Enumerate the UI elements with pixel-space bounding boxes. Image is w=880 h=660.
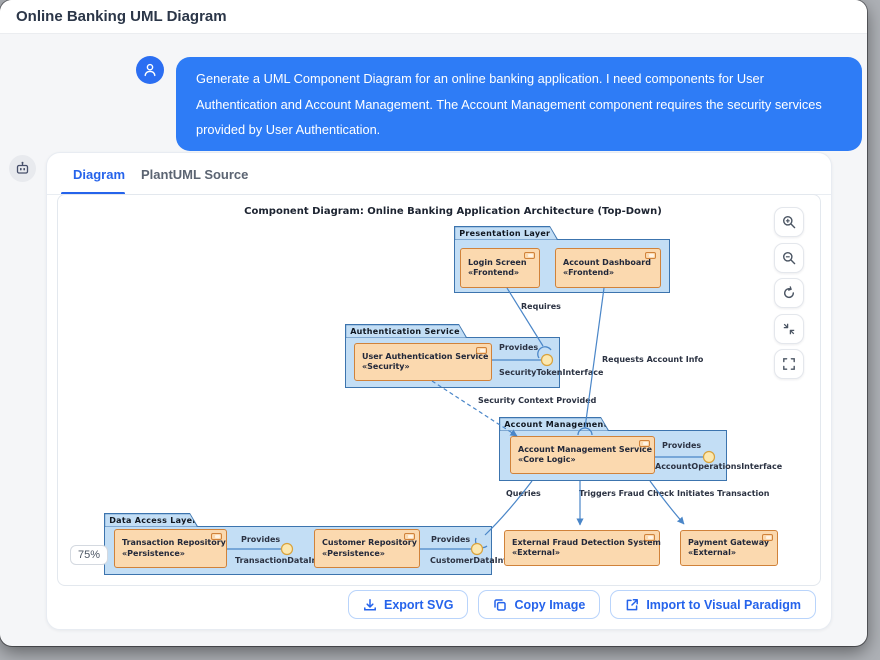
- component-icon: [644, 534, 655, 541]
- edge-label-triggers-fraud-check: Triggers Fraud Check: [579, 489, 675, 498]
- result-card: Diagram PlantUML Source Component Diagra…: [46, 152, 832, 630]
- component-icon: [639, 440, 650, 447]
- diagram-title: Component Diagram: Online Banking Applic…: [244, 206, 662, 217]
- external-link-icon: [626, 598, 639, 610]
- reset-icon: [784, 286, 795, 299]
- edge-label-security-context: Security Context Provided: [478, 396, 597, 405]
- component-login-screen: Login Screen «Frontend»: [460, 248, 540, 288]
- package-authentication-service: Authentication Service: [345, 324, 467, 338]
- component-customer-repository: Customer Repository «Persistence»: [314, 529, 420, 568]
- tab-plantuml-source[interactable]: PlantUML Source: [141, 167, 249, 182]
- copy-image-button[interactable]: Copy Image: [478, 590, 601, 619]
- provides-label: Provides: [662, 441, 702, 450]
- component-icon: [524, 252, 535, 259]
- edge-label-initiates-transaction: Initiates Transaction: [677, 489, 770, 498]
- page-title: Online Banking UML Diagram: [16, 8, 227, 25]
- zoom-in-icon: [783, 216, 796, 229]
- component-stereotype: «External»: [512, 548, 560, 557]
- diagram-canvas: Component Diagram: Online Banking Applic…: [57, 194, 821, 586]
- component-stereotype: «Frontend»: [468, 268, 520, 277]
- zoom-level-badge: 75%: [70, 545, 109, 565]
- component-name: Transaction Repository: [122, 538, 226, 547]
- package-presentation-layer: Presentation Layer: [454, 226, 558, 240]
- user-message-bubble: Generate a UML Component Diagram for an …: [176, 57, 862, 151]
- interface-security-token: SecurityTokenInterface: [499, 368, 604, 377]
- component-icon: [211, 533, 222, 540]
- import-to-visual-paradigm-button[interactable]: Import to Visual Paradigm: [610, 590, 816, 619]
- component-name: Customer Repository: [322, 538, 417, 547]
- edge-initiates-line: [649, 480, 685, 525]
- zoom-controls: [774, 207, 804, 385]
- package-account-label: Account Management: [500, 418, 608, 430]
- import-label: Import to Visual Paradigm: [646, 597, 801, 612]
- interface-transaction-data: TransactionDataInterface: [235, 556, 350, 565]
- component-icon: [762, 534, 773, 541]
- component-external-fraud-detection: External Fraud Detection System «Externa…: [504, 530, 661, 566]
- provides-label: Provides: [431, 535, 471, 544]
- component-payment-gateway: Payment Gateway «External»: [680, 530, 778, 566]
- zoom-in-button[interactable]: [774, 207, 804, 237]
- component-icon: [476, 347, 487, 354]
- compress-icon: [783, 323, 795, 334]
- component-icon: [645, 252, 656, 259]
- active-tab-underline: [61, 192, 125, 195]
- component-user-authentication-service: User Authentication Service «Security»: [354, 343, 492, 381]
- component-transaction-repository: Transaction Repository «Persistence»: [114, 529, 227, 568]
- component-icon: [404, 533, 415, 540]
- component-stereotype: «Security»: [362, 362, 410, 371]
- bot-avatar: [9, 155, 36, 182]
- component-name: Login Screen: [468, 257, 527, 267]
- provides-label: Provides: [499, 343, 539, 352]
- component-stereotype: «Frontend»: [563, 268, 615, 277]
- export-svg-button[interactable]: Export SVG: [348, 590, 469, 619]
- robot-icon: [16, 161, 29, 174]
- edge-label-requires: Requires: [521, 302, 561, 311]
- component-name: External Fraud Detection System: [512, 537, 661, 547]
- edge-label-requests-account-info: Requests Account Info: [602, 355, 704, 364]
- user-message-text: Generate a UML Component Diagram for an …: [196, 71, 822, 137]
- component-name: Account Dashboard: [563, 257, 651, 267]
- provides-label: Provides: [241, 535, 281, 544]
- user-avatar: [136, 56, 164, 84]
- copy-icon: [494, 598, 507, 611]
- component-account-management-service: Account Management Service «Core Logic»: [510, 436, 655, 474]
- component-name: User Authentication Service: [362, 351, 489, 361]
- export-svg-label: Export SVG: [384, 597, 454, 612]
- interface-account-operations: AccountOperationsInterface: [655, 462, 783, 471]
- zoom-out-button[interactable]: [774, 242, 804, 273]
- fullscreen-icon: [783, 358, 795, 370]
- component-name: Payment Gateway: [688, 537, 770, 547]
- reset-view-button[interactable]: [774, 278, 804, 308]
- app-window: Online Banking UML Diagram Generate a UM…: [0, 0, 867, 646]
- title-bar: Online Banking UML Diagram: [0, 0, 867, 34]
- component-stereotype: «External»: [688, 548, 736, 557]
- package-auth-label: Authentication Service: [346, 325, 466, 337]
- copy-image-label: Copy Image: [514, 597, 586, 612]
- tab-diagram[interactable]: Diagram: [73, 167, 126, 182]
- package-data-access-layer: Data Access Layer: [104, 513, 198, 527]
- zoom-out-icon: [783, 251, 796, 264]
- action-bar: Export SVG Copy Image Import to Visual P…: [47, 590, 816, 619]
- edge-label-queries: Queries: [506, 489, 541, 498]
- download-icon: [364, 598, 376, 611]
- fullscreen-button[interactable]: [774, 349, 804, 379]
- component-stereotype: «Persistence»: [122, 548, 185, 558]
- fit-to-screen-button[interactable]: [774, 313, 804, 344]
- component-name: Account Management Service: [518, 444, 653, 454]
- component-account-dashboard: Account Dashboard «Frontend»: [555, 248, 661, 288]
- package-data-label: Data Access Layer: [105, 514, 197, 526]
- package-account-management: Account Management: [499, 417, 609, 431]
- component-stereotype: «Persistence»: [322, 548, 385, 558]
- interface-customer-data: CustomerDataInterface: [430, 556, 536, 565]
- person-icon: [144, 63, 156, 77]
- component-stereotype: «Core Logic»: [518, 455, 576, 464]
- package-presentation-label: Presentation Layer: [455, 227, 557, 239]
